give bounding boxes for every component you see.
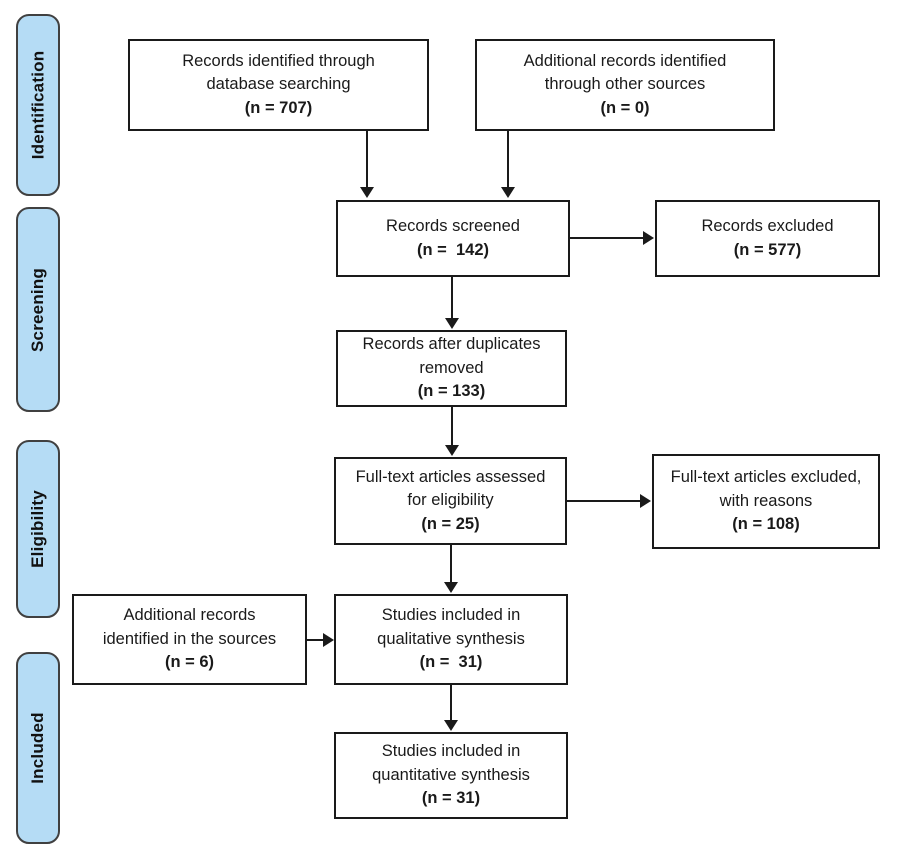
- connector-screened-to-duplicates: [451, 277, 453, 319]
- box-records-after-duplicates: Records after duplicates removed (n = 13…: [336, 330, 567, 407]
- stage-label-identification: Identification: [28, 50, 48, 160]
- box-additional-records-sources: Additional records identified in the sou…: [72, 594, 307, 685]
- box-fulltext-excluded: Full-text articles excluded, with reason…: [652, 454, 880, 549]
- box-records-excluded-count: (n = 577): [733, 240, 802, 259]
- stage-label-included: Included: [28, 712, 47, 784]
- connector-identified-to-screened: [366, 131, 368, 188]
- box-quantitative-synthesis-line2: quantitative synthesis: [372, 765, 530, 784]
- stage-pill-eligibility: Eligibility: [16, 440, 60, 618]
- box-fulltext-assessed-count: (n = 25): [421, 514, 480, 533]
- arrowhead-qualitative-to-quantitative: [444, 720, 458, 731]
- arrowhead-fulltext-to-qualitative: [444, 582, 458, 593]
- box-records-identified: Records identified through database sear…: [128, 39, 429, 131]
- arrowhead-screened-to-duplicates: [445, 318, 459, 329]
- box-quantitative-synthesis: Studies included in quantitative synthes…: [334, 732, 568, 819]
- arrowhead-sources-to-qualitative: [323, 633, 334, 647]
- box-records-identified-line2: database searching: [206, 75, 351, 94]
- connector-fulltext-to-excluded: [567, 500, 641, 502]
- box-fulltext-excluded-line2: with reasons: [719, 491, 813, 510]
- stage-label-screening: Screening: [28, 267, 47, 352]
- connector-sources-to-qualitative: [307, 639, 325, 641]
- connector-additional-to-screened: [507, 131, 509, 188]
- box-quantitative-synthesis-line1: Studies included in: [381, 742, 521, 761]
- box-quantitative-synthesis-count: (n = 31): [421, 789, 481, 808]
- arrowhead-screened-to-excluded: [643, 231, 654, 245]
- box-fulltext-assessed: Full-text articles assessed for eligibil…: [334, 457, 567, 545]
- arrowhead-fulltext-to-excluded: [640, 494, 651, 508]
- arrowhead-additional-to-screened: [501, 187, 515, 198]
- box-records-screened: Records screened (n = 142): [336, 200, 570, 277]
- connector-screened-to-excluded: [570, 237, 644, 239]
- connector-duplicates-to-fulltext: [451, 407, 453, 446]
- box-additional-records-identified-line1: Additional records identified: [523, 51, 727, 70]
- box-records-excluded-line1: Records excluded: [701, 217, 834, 236]
- box-qualitative-synthesis-line1: Studies included in: [381, 606, 521, 625]
- box-qualitative-synthesis-count: (n = 31): [419, 653, 483, 672]
- box-records-after-duplicates-line1: Records after duplicates: [362, 335, 541, 354]
- stage-pill-included: Included: [16, 652, 60, 844]
- box-records-identified-count: (n = 707): [244, 98, 313, 117]
- box-records-excluded: Records excluded (n = 577): [655, 200, 880, 277]
- box-additional-records-identified: Additional records identified through ot…: [475, 39, 775, 131]
- box-fulltext-assessed-line2: for eligibility: [407, 491, 494, 510]
- box-additional-records-sources-line2: identified in the sources: [102, 629, 277, 648]
- box-fulltext-assessed-line1: Full-text articles assessed: [355, 467, 546, 486]
- box-records-after-duplicates-line2: removed: [419, 358, 484, 377]
- box-additional-records-identified-line2: through other sources: [544, 75, 706, 94]
- connector-qualitative-to-quantitative: [450, 685, 452, 721]
- box-additional-records-sources-line1: Additional records: [123, 606, 256, 625]
- arrowhead-duplicates-to-fulltext: [445, 445, 459, 456]
- box-records-screened-line1: Records screened: [386, 217, 520, 236]
- stage-pill-identification: Identification: [16, 14, 60, 196]
- arrowhead-identified-to-screened: [360, 187, 374, 198]
- box-additional-records-identified-count: (n = 0): [600, 98, 650, 117]
- connector-fulltext-to-qualitative: [450, 545, 452, 583]
- box-records-screened-count: (n = 142): [417, 240, 489, 259]
- box-additional-records-sources-count: (n = 6): [164, 653, 215, 672]
- box-qualitative-synthesis: Studies included in qualitative synthesi…: [334, 594, 568, 685]
- box-fulltext-excluded-count: (n = 108): [732, 515, 800, 534]
- box-qualitative-synthesis-line2: qualitative synthesis: [377, 629, 525, 648]
- box-fulltext-excluded-line1: Full-text articles excluded,: [670, 468, 862, 487]
- box-records-after-duplicates-count: (n = 133): [417, 382, 486, 401]
- stage-pill-screening: Screening: [16, 207, 60, 412]
- stage-label-eligibility: Eligibility: [28, 490, 48, 568]
- box-records-identified-line1: Records identified through: [182, 51, 375, 70]
